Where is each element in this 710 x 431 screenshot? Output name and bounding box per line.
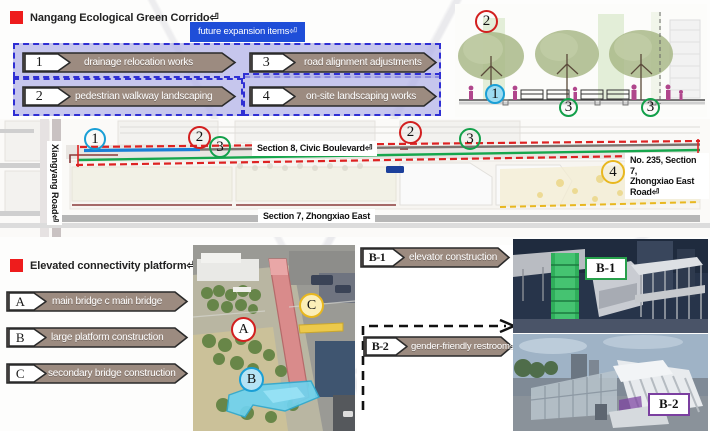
- red-square-bullet-icon: [10, 11, 23, 24]
- banner-label-1: drainage relocation works: [84, 57, 193, 68]
- banner-label-a: main bridge c main bridge: [52, 296, 163, 307]
- banner-number-2: 2: [35, 88, 43, 104]
- banner-label-2: pedestrian walkway landscaping: [75, 91, 213, 102]
- banner-number-3: 3: [262, 54, 270, 70]
- banner-shape: [22, 86, 237, 107]
- banner-item-a[interactable]: A main bridge c main bridge: [6, 291, 189, 312]
- banner-label-b: large platform construction: [51, 332, 164, 343]
- streetscape-marker-2: 2: [475, 10, 498, 33]
- banner-number-c: C: [15, 365, 25, 381]
- banner-number-b1: B-1: [368, 250, 386, 264]
- banner-label-4: on-site landscaping works: [306, 91, 417, 102]
- banner-item-1[interactable]: 1 drainage relocation works: [22, 52, 237, 73]
- green-corridor-heading: Nangang Ecological Green Corrido⏎: [10, 11, 219, 24]
- banner-item-4[interactable]: 4 on-site landscaping works: [249, 86, 438, 107]
- banner-number-b2: B-2: [371, 339, 389, 353]
- banner-item-2[interactable]: 2 pedestrian walkway landscaping: [22, 86, 237, 107]
- banner-shape: [249, 86, 438, 107]
- banner-shape: [22, 52, 237, 73]
- aerial-marker-a[interactable]: A: [231, 317, 256, 342]
- green-corridor-heading-label: Nangang Ecological Green Corrido⏎: [30, 12, 219, 24]
- render-b2-image: [513, 334, 708, 431]
- site-plan-map[interactable]: Section 8, Civic Boulevard⏎ Section 7, Z…: [0, 119, 710, 237]
- banner-shape: [6, 363, 189, 384]
- banner-shape: [6, 327, 189, 348]
- banner-shape: [363, 336, 514, 357]
- banner-number-b: B: [15, 329, 25, 345]
- banner-label-3: road alignment adjustments: [304, 57, 422, 68]
- banner-label-c: secondary bridge construction: [48, 368, 176, 379]
- streetscape-marker-1: 1: [485, 84, 505, 104]
- red-square-bullet-icon-2: [10, 259, 23, 272]
- banner-number-1: 1: [35, 54, 43, 70]
- streetscape-marker-3-right: 3: [641, 98, 660, 117]
- platform-heading: Elevated connectivity platform⏎: [10, 259, 196, 272]
- map-label-section-7: Section 7, Zhongxiao East: [258, 209, 376, 223]
- aerial-marker-b[interactable]: B: [239, 367, 264, 392]
- map-marker-2-right[interactable]: 2: [399, 121, 422, 144]
- future-expansion-tag[interactable]: future expansion items⏎: [190, 22, 305, 42]
- map-marker-2[interactable]: 2: [188, 126, 211, 149]
- banner-shape: [360, 247, 511, 268]
- map-label-section-8: Section 8, Civic Boulevard⏎: [252, 141, 378, 156]
- render-tag-b2: B-2: [648, 393, 690, 416]
- streetscape-illustration: 2 1 3 3: [455, 4, 707, 117]
- aerial-marker-c[interactable]: C: [299, 293, 324, 318]
- banner-item-b1[interactable]: B-1 elevator construction: [360, 247, 511, 268]
- platform-heading-label: Elevated connectivity platform⏎: [30, 260, 196, 272]
- map-label-xiangyang-road: Xiangyang Road⏎: [47, 141, 62, 226]
- map-marker-3-right[interactable]: 3: [459, 128, 481, 150]
- banner-label-b2: gender-friendly restrooms: [411, 341, 515, 352]
- banner-shape: [249, 52, 438, 73]
- render-tag-b1: B-1: [585, 257, 627, 280]
- banner-item-3[interactable]: 3 road alignment adjustments: [249, 52, 438, 73]
- render-photo-b2[interactable]: B-2: [513, 334, 708, 431]
- map-marker-4[interactable]: 4: [601, 160, 625, 184]
- banner-number-a: A: [15, 293, 25, 309]
- banner-item-c[interactable]: C secondary bridge construction: [6, 363, 189, 384]
- map-marker-3[interactable]: 3: [209, 136, 231, 158]
- banner-label-b1: elevator construction: [409, 252, 498, 263]
- map-label-no-235: No. 235, Section 7, Zhongxiao East Road⏎: [625, 153, 709, 199]
- banner-shape: [6, 291, 189, 312]
- aerial-rendering: [193, 245, 355, 431]
- render-photo-b1[interactable]: B-1: [513, 239, 708, 333]
- map-marker-1[interactable]: 1: [84, 128, 106, 150]
- aerial-view-photo[interactable]: A B C: [193, 245, 355, 431]
- banner-item-b2[interactable]: B-2 gender-friendly restrooms: [363, 336, 515, 357]
- banner-item-b[interactable]: B large platform construction: [6, 327, 189, 348]
- render-b1-image: [513, 239, 708, 333]
- streetscape-marker-3: 3: [559, 98, 578, 117]
- map-basemap: [0, 119, 710, 237]
- banner-number-4: 4: [262, 88, 270, 104]
